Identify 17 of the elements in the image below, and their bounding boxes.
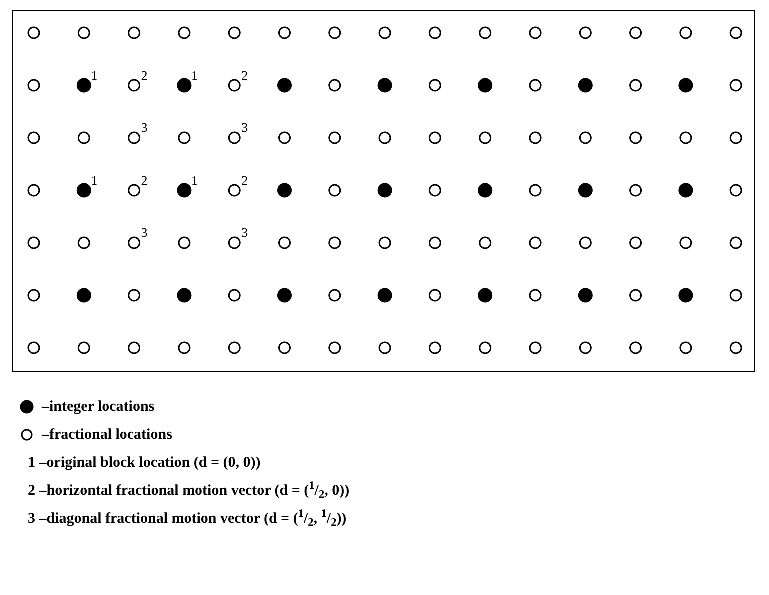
legend-text: –integer locations [42,398,155,417]
callout-number: 3 [141,226,148,239]
callout-number: 2 [141,174,148,186]
callout-number: 1 [91,68,98,82]
legend-text: 2 –horizontal fractional motion vector (d = ($^{1}$/$_{2}$, 0)) [28,480,350,502]
callout-number: 3 [242,121,248,134]
callout-number: 1 [91,174,98,186]
callout-number: 1 [191,68,198,82]
callout-number: 2 [242,174,248,186]
callout-number: 3 [141,121,148,134]
legend-text: –fractional locations [42,426,172,445]
legend-text: 1 –original block location (d = (0, 0)) [28,454,261,473]
legend-text: 3 –diagonal fractional motion vector (d = ($^{1}$/$_{2}$, $^{1}$/$_{2}$)) [28,508,347,530]
callout-number: 1 [191,174,198,186]
callout-number: 3 [242,226,248,239]
callout-number: 2 [242,68,248,82]
callout-number: 2 [141,68,148,82]
